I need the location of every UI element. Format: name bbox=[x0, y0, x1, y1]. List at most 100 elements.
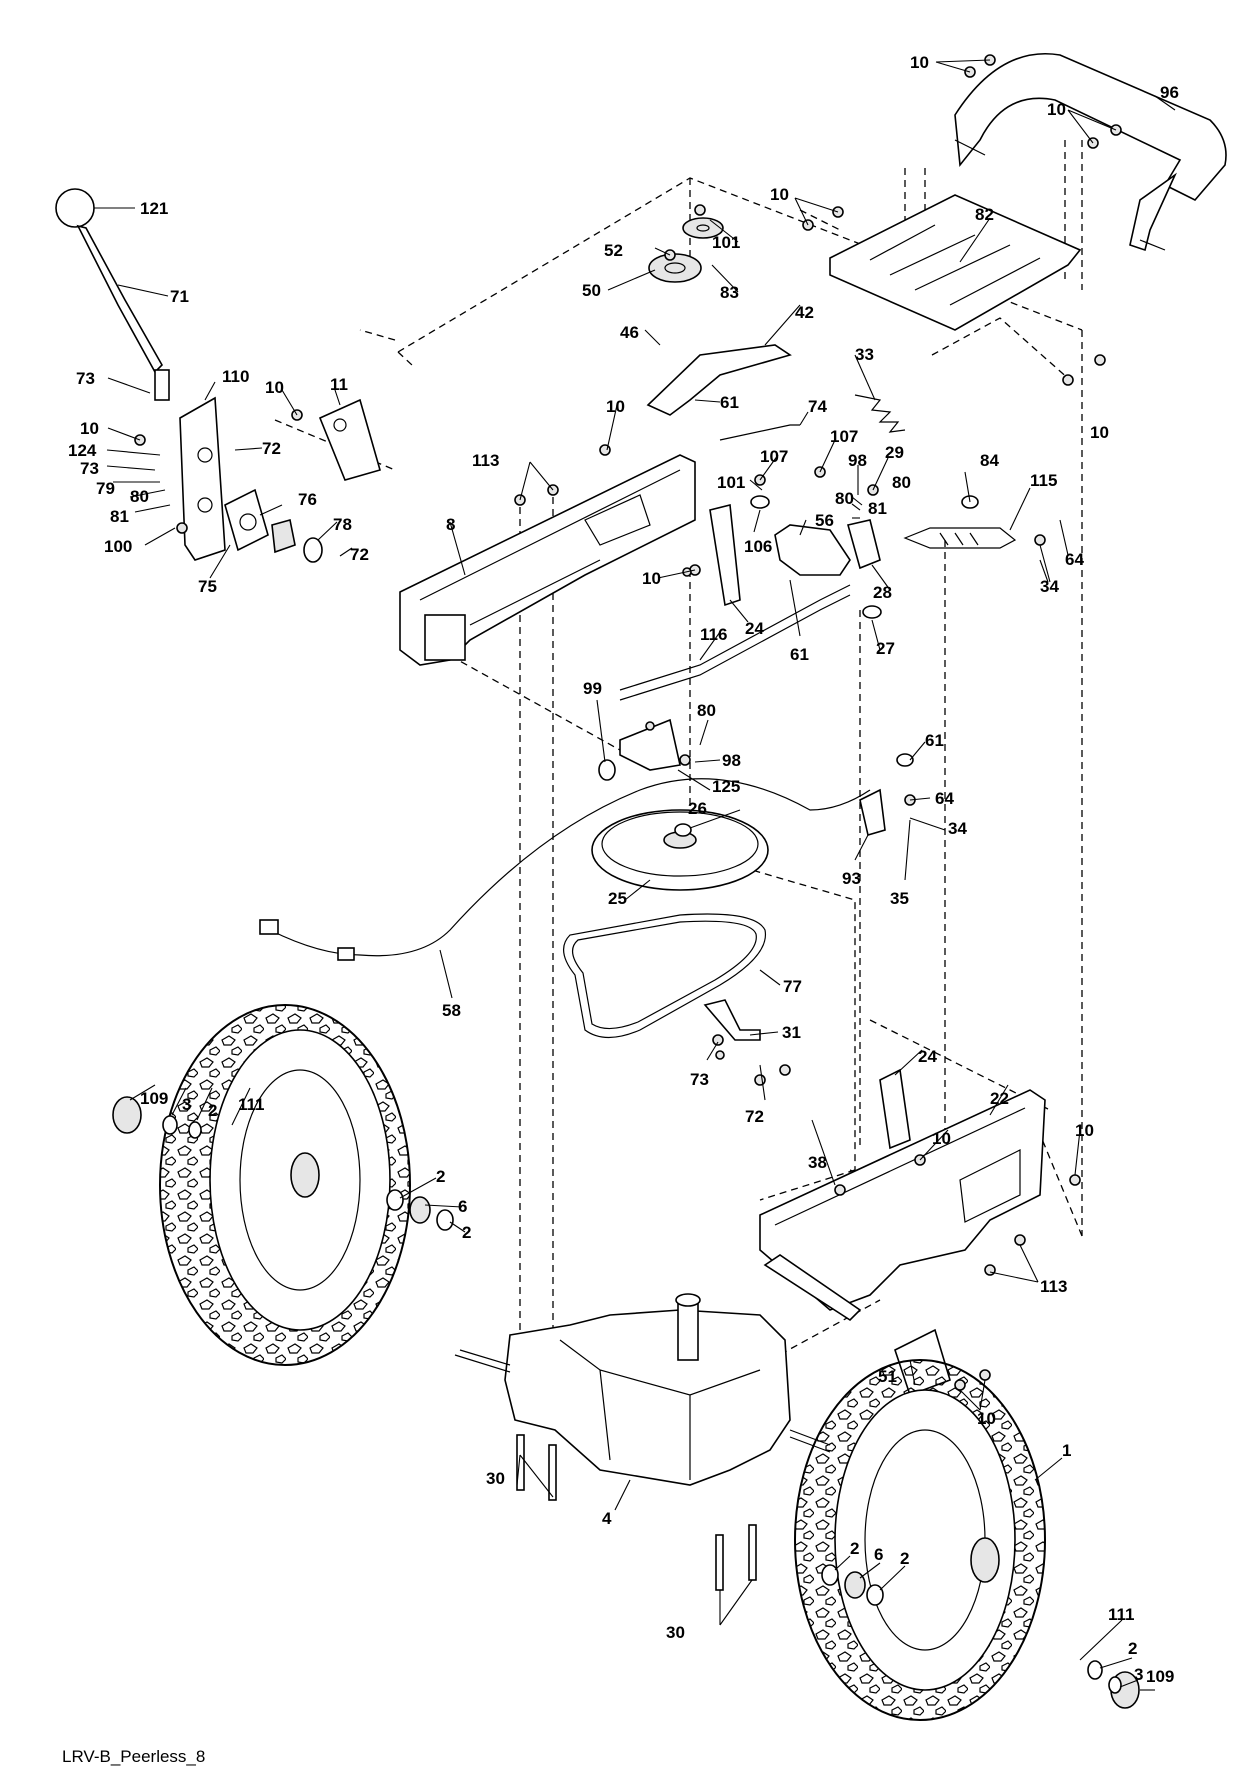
callout-84: 84 bbox=[980, 451, 999, 470]
callout-107: 107 bbox=[830, 427, 858, 446]
bracket-24 bbox=[709, 504, 741, 607]
callout-80: 80 bbox=[130, 487, 149, 506]
callout-10: 10 bbox=[1047, 100, 1066, 119]
callout-113: 113 bbox=[1040, 1277, 1067, 1296]
callout-42: 42 bbox=[795, 303, 814, 322]
callout-99: 99 bbox=[583, 679, 602, 698]
callout-116: 116 bbox=[700, 625, 727, 644]
frame-rail-8 bbox=[399, 454, 696, 666]
callout-10: 10 bbox=[80, 419, 99, 438]
callout-2: 2 bbox=[1128, 1639, 1137, 1658]
callout-24: 24 bbox=[918, 1047, 937, 1066]
transaxle-4 bbox=[454, 1293, 831, 1486]
callout-2: 2 bbox=[208, 1101, 217, 1120]
callout-10: 10 bbox=[770, 185, 789, 204]
callout-71: 71 bbox=[170, 287, 189, 306]
callout-73: 73 bbox=[690, 1070, 709, 1089]
bracket-11 bbox=[318, 398, 381, 481]
callout-8: 8 bbox=[446, 515, 455, 534]
callout-24: 24 bbox=[745, 619, 764, 638]
callout-28: 28 bbox=[873, 583, 892, 602]
callout-6: 6 bbox=[874, 1545, 883, 1564]
callout-26: 26 bbox=[688, 799, 707, 818]
callout-78: 78 bbox=[333, 515, 352, 534]
callout-98: 98 bbox=[722, 751, 741, 770]
callout-27: 27 bbox=[876, 639, 895, 658]
callout-34: 34 bbox=[948, 819, 967, 838]
callout-10: 10 bbox=[642, 569, 661, 588]
belt-77 bbox=[563, 913, 767, 1039]
callout-2: 2 bbox=[462, 1223, 471, 1242]
shift-bracket-110 bbox=[179, 396, 226, 561]
callout-25: 25 bbox=[608, 889, 627, 908]
callout-106: 106 bbox=[744, 537, 772, 556]
callout-72: 72 bbox=[745, 1107, 764, 1126]
callout-38: 38 bbox=[808, 1153, 827, 1172]
callout-98: 98 bbox=[848, 451, 867, 470]
callout-101: 101 bbox=[712, 233, 740, 252]
callout-124: 124 bbox=[68, 441, 97, 460]
callout-77: 77 bbox=[783, 977, 802, 996]
callout-50: 50 bbox=[582, 281, 601, 300]
callout-73: 73 bbox=[80, 459, 99, 478]
callout-111: 111 bbox=[1108, 1605, 1135, 1624]
callout-2: 2 bbox=[850, 1539, 859, 1558]
callout-61: 61 bbox=[720, 393, 739, 412]
callout-83: 83 bbox=[720, 283, 739, 302]
lever-28 bbox=[847, 519, 881, 570]
callout-111: 111 bbox=[238, 1095, 265, 1114]
spring-33 bbox=[854, 394, 906, 433]
idler-arm-42 bbox=[646, 344, 792, 416]
wheel-right bbox=[794, 1359, 1046, 1721]
callout-10: 10 bbox=[265, 378, 284, 397]
callout-64: 64 bbox=[1065, 550, 1084, 569]
callout-80: 80 bbox=[892, 473, 911, 492]
callout-61: 61 bbox=[790, 645, 809, 664]
callout-74: 74 bbox=[808, 397, 827, 416]
leader-lines bbox=[94, 59, 1176, 1691]
callout-31: 31 bbox=[782, 1023, 801, 1042]
callout-82: 82 bbox=[975, 205, 994, 224]
washers-and-spacers bbox=[162, 495, 1122, 1694]
bolts-30 bbox=[516, 1434, 757, 1591]
idler-pulley-50 bbox=[648, 253, 702, 283]
callout-79: 79 bbox=[96, 479, 115, 498]
callout-93: 93 bbox=[842, 869, 861, 888]
wheel-left bbox=[159, 1004, 411, 1366]
callout-1: 1 bbox=[1062, 1441, 1071, 1460]
bracket-24-lower bbox=[879, 1068, 911, 1150]
callout-107: 107 bbox=[760, 447, 788, 466]
callout-10: 10 bbox=[1090, 423, 1109, 442]
bracket-56 bbox=[774, 524, 851, 576]
frame-rail-22 bbox=[759, 1089, 1046, 1322]
callout-11: 11 bbox=[330, 375, 348, 394]
callout-113: 113 bbox=[472, 451, 499, 470]
callout-10: 10 bbox=[932, 1129, 951, 1148]
cable-58 bbox=[259, 778, 871, 961]
callout-3: 3 bbox=[182, 1095, 191, 1114]
diagram-footer-code: LRV-B_Peerless_8 bbox=[62, 1747, 205, 1766]
callout-30: 30 bbox=[486, 1469, 505, 1488]
bracket-93 bbox=[859, 788, 886, 837]
callout-6: 6 bbox=[458, 1197, 467, 1216]
callout-72: 72 bbox=[350, 545, 369, 564]
callout-96: 96 bbox=[1160, 83, 1179, 102]
spring-115 bbox=[903, 527, 1017, 549]
callout-64: 64 bbox=[935, 789, 954, 808]
callout-109: 109 bbox=[140, 1089, 168, 1108]
callout-73: 73 bbox=[76, 369, 95, 388]
callout-58: 58 bbox=[442, 1001, 461, 1020]
callout-61: 61 bbox=[925, 731, 944, 750]
pivot-75 bbox=[224, 488, 323, 563]
callout-80: 80 bbox=[835, 489, 854, 508]
callout-10: 10 bbox=[977, 1409, 996, 1428]
callout-10: 10 bbox=[1075, 1121, 1094, 1140]
callout-2: 2 bbox=[900, 1549, 909, 1568]
callout-75: 75 bbox=[198, 577, 217, 596]
callout-100: 100 bbox=[104, 537, 132, 556]
callout-35: 35 bbox=[890, 889, 909, 908]
callout-72: 72 bbox=[262, 439, 281, 458]
callout-81: 81 bbox=[110, 507, 129, 526]
callout-46: 46 bbox=[620, 323, 639, 342]
